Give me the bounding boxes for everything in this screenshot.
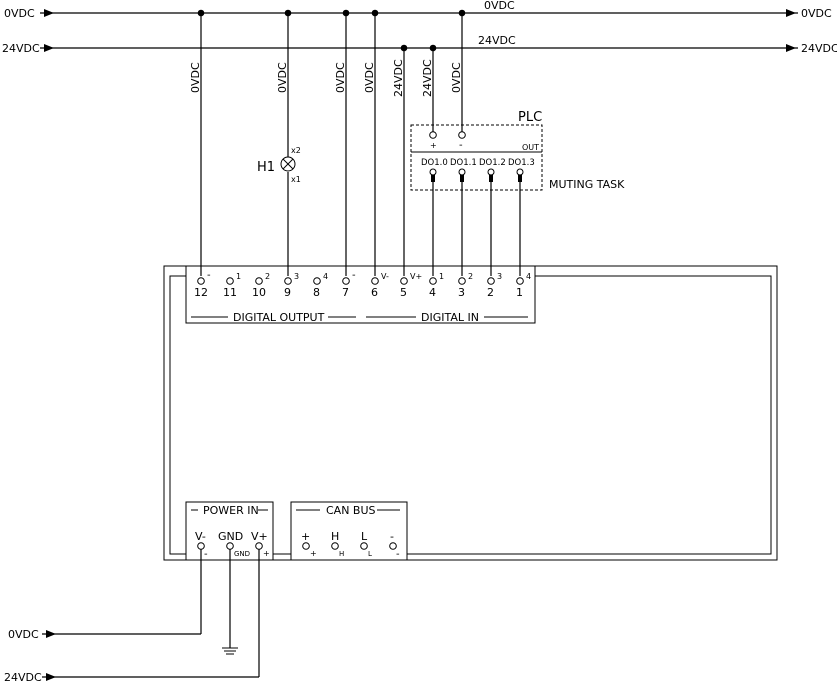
plc-output-terminal-4 (516, 168, 524, 182)
rail-24vdc-left-label: 24VDC (2, 42, 40, 55)
terminal-8: 4 8 (313, 272, 328, 299)
terminal-6-num: 6 (371, 286, 378, 299)
lamp-h1: H1 x2 x1 (257, 146, 301, 184)
supply-24vdc-label: 24VDC (4, 671, 42, 682)
terminal-1-num: 1 (516, 286, 523, 299)
terminal-7: - 7 (342, 270, 356, 299)
plc-plus-label: + (430, 141, 437, 150)
plc-output-label-do1-0: DO1.0 (421, 158, 448, 168)
power-in-tag-gnd: GND (234, 550, 250, 558)
terminal-10-tag: 2 (265, 272, 270, 281)
terminal-2: 3 2 (487, 272, 502, 299)
terminal-4: 1 4 (429, 272, 444, 299)
ground-icon (222, 647, 238, 655)
can-bus-label-l: L (361, 530, 368, 543)
terminal-9-tag: 3 (294, 272, 299, 281)
terminal-9: 3 9 (284, 272, 299, 299)
terminal-2-tag: 3 (497, 272, 502, 281)
drop-labels: 0VDC 0VDC 0VDC 0VDC 24VDC 24VDC 0VDC (189, 59, 463, 97)
drop-label-3: 0VDC (334, 62, 347, 93)
power-in-tag-minus: - (204, 549, 208, 560)
plc-output-label-do1-3: DO1.3 (508, 158, 535, 168)
terminal-11-num: 11 (223, 286, 237, 299)
drop-label-4: 0VDC (363, 62, 376, 93)
can-bus-title: CAN BUS (326, 504, 376, 517)
terminal-12-num: 12 (194, 286, 208, 299)
plc-out-label: OUT (522, 143, 539, 152)
junction-dots (197, 9, 466, 52)
terminal-4-tag: 1 (439, 272, 444, 281)
plc-output-terminal-2 (458, 168, 466, 182)
drop-label-7: 0VDC (450, 62, 463, 93)
power-in-tag-plus: + (263, 549, 270, 558)
terminal-6: V- 6 (371, 272, 389, 299)
plc-block: PLC + - OUT DO1.0 DO1.1 DO1.2 DO1.3 MUTI… (410, 110, 625, 191)
rail-0vdc-left-label: 0VDC (4, 7, 35, 20)
terminal-5-tag: V+ (410, 272, 422, 281)
terminal-6-tag: V- (381, 272, 389, 281)
terminal-3-tag: 2 (468, 272, 473, 281)
vertical-drops (200, 13, 521, 276)
can-bus-label-h: H (331, 530, 339, 543)
can-bus-label-minus: - (390, 530, 394, 543)
drop-label-1: 0VDC (189, 62, 202, 93)
rail-0vdc-mid-label: 0VDC (484, 0, 515, 12)
drop-label-5: 24VDC (392, 59, 405, 97)
rail-0vdc-right-label: 0VDC (801, 7, 832, 20)
can-bus-tag-minus: - (396, 549, 400, 560)
can-bus-tag-plus: + (310, 549, 317, 558)
digital-in-label: DIGITAL IN (421, 311, 479, 324)
plc-title: PLC (518, 110, 542, 125)
terminal-4-num: 4 (429, 286, 436, 299)
rail-24vdc: 24VDC 24VDC 24VDC (2, 34, 837, 55)
rail-0vdc: 0VDC 0VDC 0VDC (4, 0, 832, 20)
rail-24vdc-mid-label: 24VDC (478, 34, 516, 47)
terminal-8-tag: 4 (323, 272, 328, 281)
plc-task-label: MUTING TASK (549, 178, 625, 191)
plc-output-label-do1-2: DO1.2 (479, 158, 506, 168)
plc-output-terminal-1 (429, 168, 437, 182)
terminal-7-tag: - (352, 270, 356, 281)
terminal-12: - 12 (194, 270, 211, 299)
terminal-5: V+ 5 (400, 272, 422, 299)
terminal-7-num: 7 (342, 286, 349, 299)
can-bus-tag-l: L (368, 550, 372, 558)
terminal-10: 2 10 (252, 272, 270, 299)
terminal-11-tag: 1 (236, 272, 241, 281)
lamp-x1-label: x1 (291, 175, 301, 184)
terminal-1-tag: 4 (526, 272, 531, 281)
power-in-label-gnd: GND (218, 530, 243, 543)
drop-label-2: 0VDC (276, 62, 289, 93)
digital-output-label: DIGITAL OUTPUT (233, 311, 325, 324)
supply-feed: 0VDC 24VDC (4, 549, 260, 682)
terminal-2-num: 2 (487, 286, 494, 299)
terminal-strip: DIGITAL OUTPUT DIGITAL IN (185, 265, 536, 324)
terminal-3: 2 3 (458, 272, 473, 299)
can-bus-block: CAN BUS + H L - + H L - (290, 501, 408, 561)
can-bus-label-plus: + (301, 530, 310, 543)
terminal-10-num: 10 (252, 286, 266, 299)
terminal-3-num: 3 (458, 286, 465, 299)
terminal-12-tag: - (207, 270, 211, 281)
power-in-label-v-minus: V- (195, 530, 206, 543)
terminal-11: 1 11 (223, 272, 241, 299)
rail-24vdc-right-label: 24VDC (801, 42, 837, 55)
plc-minus-label: - (459, 140, 463, 151)
terminal-9-num: 9 (284, 286, 291, 299)
terminal-1: 4 1 (516, 272, 531, 299)
power-in-label-v-plus: V+ (251, 530, 268, 543)
supply-0vdc-label: 0VDC (8, 628, 39, 641)
power-in-title: POWER IN (203, 504, 259, 517)
terminal-8-num: 8 (313, 286, 320, 299)
can-bus-tag-h: H (339, 550, 344, 558)
terminal-5-num: 5 (400, 286, 407, 299)
drop-label-6: 24VDC (421, 59, 434, 97)
lamp-name: H1 (257, 160, 275, 175)
plc-output-label-do1-1: DO1.1 (450, 158, 477, 168)
plc-output-terminal-3 (487, 168, 495, 182)
lamp-x2-label: x2 (291, 146, 301, 155)
